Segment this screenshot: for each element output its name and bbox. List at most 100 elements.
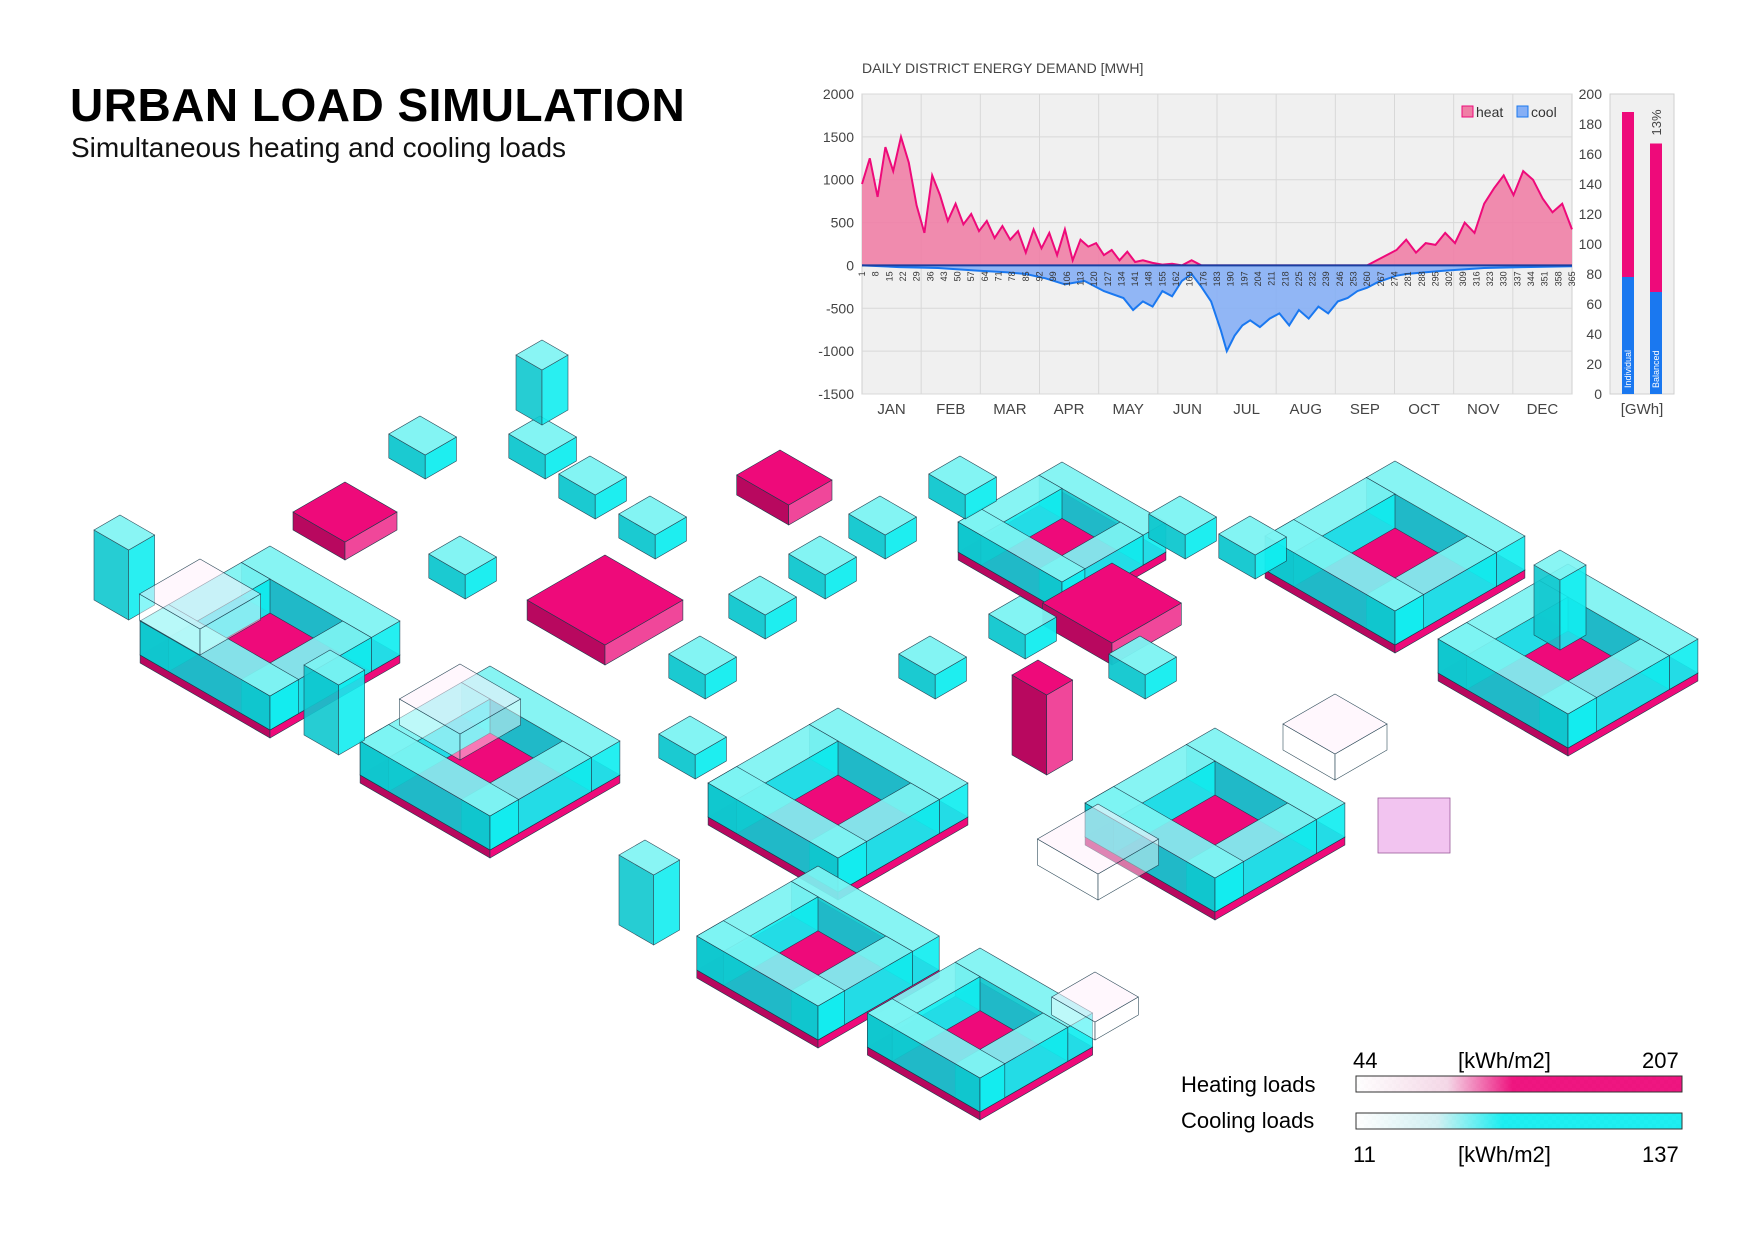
urban-blocks-illustration bbox=[93, 339, 1699, 1121]
block-face bbox=[428, 535, 498, 576]
day-tick-label: 169 bbox=[1185, 271, 1195, 286]
day-tick-label: 120 bbox=[1089, 271, 1099, 286]
block-face bbox=[388, 415, 458, 456]
month-label: JUN bbox=[1173, 401, 1202, 418]
month-label: DEC bbox=[1527, 401, 1559, 418]
block-outline-a bbox=[138, 558, 262, 656]
cooling-max: 137 bbox=[1642, 1142, 1679, 1167]
day-tick-label: 204 bbox=[1253, 271, 1263, 286]
day-tick-label: 127 bbox=[1103, 271, 1113, 286]
bar-marks: Individual Balanced 13% bbox=[1622, 109, 1664, 394]
y-tick-label: 1500 bbox=[823, 129, 854, 145]
series-layer bbox=[861, 133, 1573, 354]
block-small-10 bbox=[898, 635, 968, 700]
block-face bbox=[1084, 786, 1245, 879]
block-face bbox=[1011, 659, 1074, 696]
day-tick-label: 176 bbox=[1198, 271, 1208, 286]
month-label: JAN bbox=[877, 401, 905, 418]
chart-title: DAILY DISTRICT ENERGY DEMAND [MWH] bbox=[862, 60, 1143, 76]
day-tick-label: 365 bbox=[1567, 271, 1577, 286]
bar-y-tick-label: 100 bbox=[1579, 236, 1603, 252]
legend-cool-label: cool bbox=[1531, 104, 1557, 120]
bar-plot-area bbox=[1609, 93, 1675, 395]
page-title: URBAN LOAD SIMULATION bbox=[70, 79, 686, 131]
bar-category-label: Individual bbox=[1623, 350, 1633, 388]
block-face bbox=[292, 481, 398, 543]
day-tick-label: 218 bbox=[1280, 271, 1290, 286]
day-tick-label: 8 bbox=[871, 271, 881, 276]
bar-y-tick-label: 80 bbox=[1586, 266, 1602, 282]
block-ring-d-s bbox=[1264, 519, 1425, 646]
block-face bbox=[1046, 679, 1073, 776]
month-label: OCT bbox=[1408, 401, 1440, 418]
day-tick-label: 85 bbox=[1021, 271, 1031, 281]
day-tick-label: 211 bbox=[1267, 271, 1277, 285]
cooling-unit: [kWh/m2] bbox=[1458, 1142, 1551, 1167]
day-tick-label: 337 bbox=[1512, 271, 1522, 286]
block-small-5 bbox=[928, 455, 998, 520]
block-face bbox=[928, 455, 998, 496]
day-tick-label: 162 bbox=[1171, 271, 1181, 286]
day-tick-label: 50 bbox=[953, 271, 963, 281]
heating-max: 207 bbox=[1642, 1048, 1679, 1073]
month-label: MAR bbox=[993, 401, 1027, 418]
block-outline-d bbox=[1051, 971, 1139, 1041]
block-face bbox=[303, 649, 366, 686]
bar-annotation: 13% bbox=[1649, 109, 1664, 135]
block-small-2 bbox=[728, 575, 798, 640]
block-face bbox=[359, 724, 520, 817]
series-area-heat bbox=[862, 136, 1572, 266]
daily-demand-chart: DAILY DISTRICT ENERGY DEMAND [MWH] 20001… bbox=[818, 60, 1577, 418]
legend-cool-swatch bbox=[1516, 105, 1529, 118]
day-tick-label: 43 bbox=[939, 271, 949, 281]
bar-heat-balanced bbox=[1650, 143, 1662, 292]
block-outline-c bbox=[1036, 803, 1160, 901]
bar-y-tick-label: 200 bbox=[1579, 86, 1603, 102]
day-tick-label: 295 bbox=[1431, 271, 1441, 286]
bar-category-label: Balanced bbox=[1651, 350, 1661, 388]
block-face bbox=[138, 558, 262, 630]
block-pink-c bbox=[292, 481, 398, 561]
block-ring-b-s bbox=[707, 766, 868, 893]
heating-min: 44 bbox=[1353, 1048, 1378, 1073]
block-face bbox=[988, 595, 1058, 636]
block-small-12 bbox=[508, 415, 578, 480]
series-line-cool bbox=[861, 264, 1573, 354]
day-tick-label: 190 bbox=[1226, 271, 1236, 286]
y-tick-label: 0 bbox=[846, 257, 854, 273]
bar-heat-individual bbox=[1622, 112, 1634, 277]
block-small-6 bbox=[988, 595, 1058, 660]
block-pink-d bbox=[736, 449, 833, 526]
block-face bbox=[898, 635, 968, 676]
block-outline-b bbox=[398, 663, 522, 761]
day-tick-label: 232 bbox=[1308, 271, 1318, 286]
day-tick-label: 281 bbox=[1403, 271, 1413, 286]
block-face bbox=[1036, 803, 1160, 875]
block-face bbox=[866, 998, 1006, 1079]
day-tick-label: 197 bbox=[1239, 271, 1249, 286]
month-label: SEP bbox=[1350, 401, 1380, 418]
block-small-1 bbox=[668, 635, 738, 700]
block-face bbox=[1042, 562, 1182, 644]
day-tick-label: 99 bbox=[1048, 271, 1058, 281]
block-ring-h-s bbox=[696, 920, 846, 1041]
block-small-14 bbox=[428, 535, 498, 600]
block-face bbox=[848, 495, 918, 536]
bar-y-tick-label: 160 bbox=[1579, 146, 1603, 162]
block-face bbox=[1108, 635, 1178, 676]
bar-y-tick-label: 40 bbox=[1586, 326, 1602, 342]
month-label: MAY bbox=[1113, 401, 1144, 418]
block-tower-d bbox=[515, 339, 569, 426]
block-tower-c bbox=[618, 839, 681, 946]
y-tick-label: 1000 bbox=[823, 172, 854, 188]
day-tick-label: 253 bbox=[1349, 271, 1359, 286]
day-tick-label: 134 bbox=[1116, 271, 1126, 286]
day-tick-label: 36 bbox=[925, 271, 935, 281]
block-small-3 bbox=[788, 535, 858, 600]
block-face bbox=[1051, 971, 1139, 1023]
bar-y-tick-label: 120 bbox=[1579, 206, 1603, 222]
day-tick-label: 22 bbox=[898, 271, 908, 281]
block-small-11 bbox=[658, 715, 728, 780]
day-tick-label: 78 bbox=[1007, 271, 1017, 281]
